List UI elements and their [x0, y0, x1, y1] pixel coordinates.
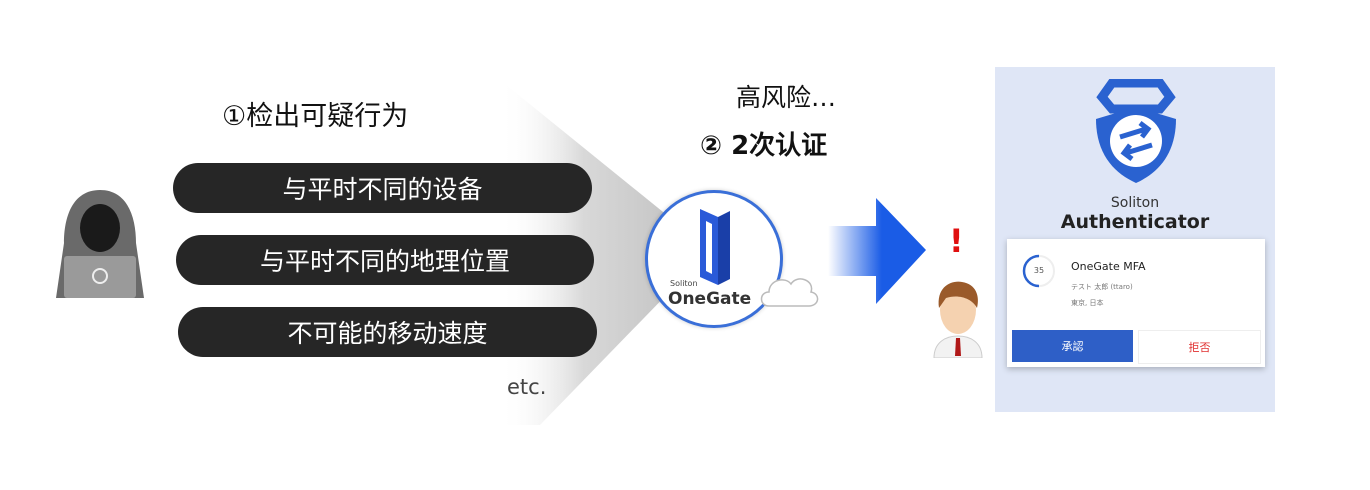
alert-mark: ! [949, 222, 964, 260]
request-user: テスト 太郎 (ttaro) [1071, 283, 1133, 291]
onegate-mark-icon [700, 209, 730, 285]
step1-label: ①检出可疑行为 [222, 101, 409, 132]
request-title: OneGate MFA [1071, 260, 1146, 273]
approve-button[interactable]: 承認 [1012, 330, 1133, 362]
behavior-different-location: 与平时不同的地理位置 [176, 235, 594, 285]
deny-button[interactable]: 拒否 [1138, 330, 1261, 364]
request-location: 東京, 日本 [1071, 299, 1104, 307]
authenticator-shield-icon [1096, 79, 1176, 183]
arrow-right-icon [828, 198, 926, 304]
onegate-logo: Soliton OneGate [645, 190, 783, 328]
cloud-icon [760, 278, 819, 307]
countdown-timer [1022, 254, 1055, 288]
onegate-brand: Soliton [670, 279, 698, 288]
authenticator-title: Authenticator [1060, 211, 1210, 233]
timer-value: 35 [1033, 266, 1045, 275]
authenticator-brand: Soliton [1110, 195, 1160, 211]
onegate-name: OneGate [668, 289, 752, 309]
behavior-impossible-travel: 不可能的移动速度 [178, 307, 597, 357]
risk-label: 高风险… [736, 83, 837, 112]
behavior-different-device: 与平时不同的设备 [173, 163, 592, 213]
mfa-request-card: 35 OneGate MFA テスト 太郎 (ttaro) 東京, 日本 承認 … [1007, 239, 1265, 367]
authenticator-app-screen: Soliton Authenticator 35 OneGate MFA テスト… [995, 67, 1275, 412]
etc-label: etc. [507, 375, 547, 399]
user-icon [933, 281, 983, 358]
hacker-icon [56, 190, 144, 298]
step2-label: ② 2次认证 [700, 131, 828, 161]
